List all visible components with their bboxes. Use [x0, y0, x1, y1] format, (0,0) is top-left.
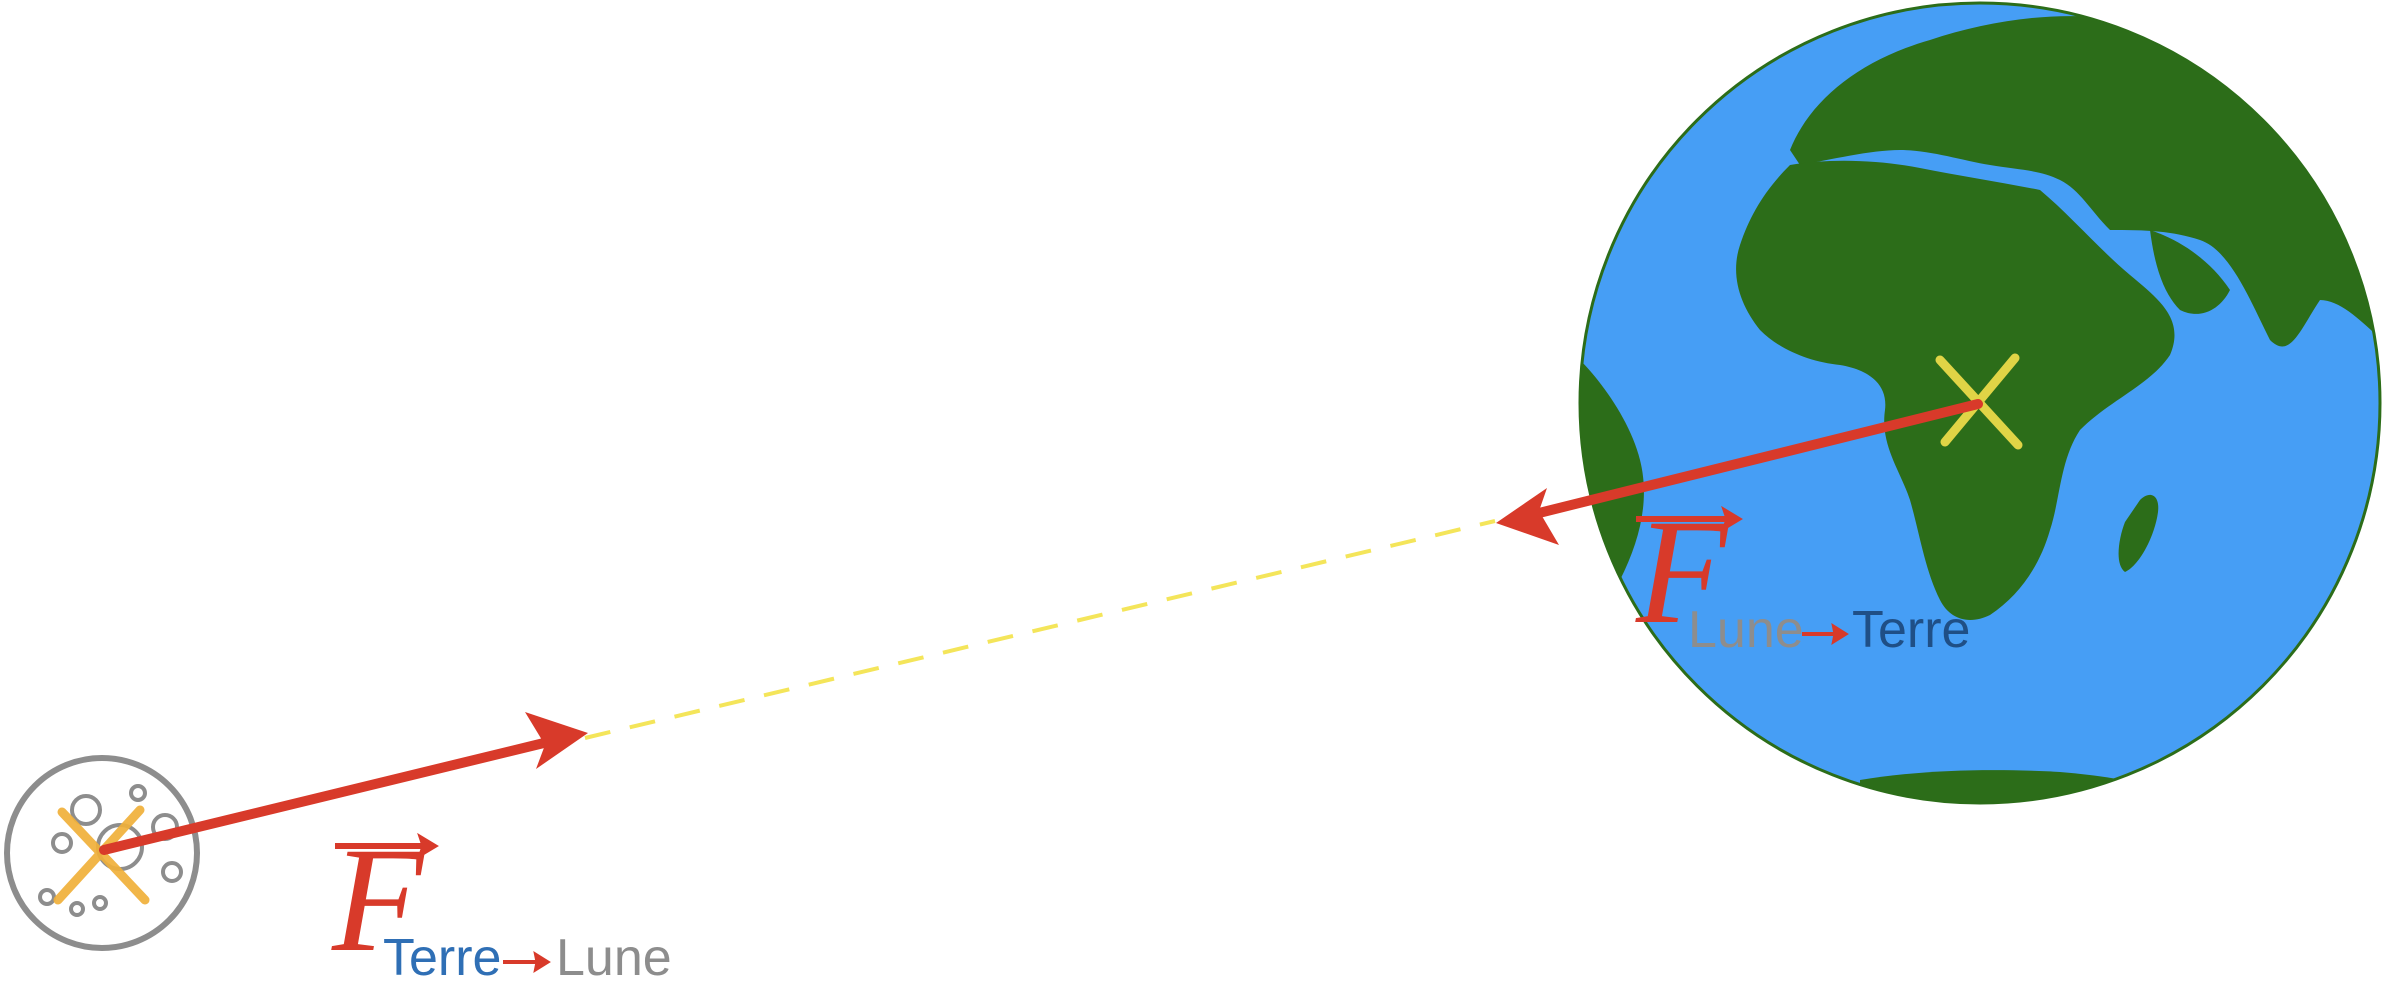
earth: [1578, 1, 2382, 805]
force-symbol: F: [1635, 489, 1729, 655]
moon-crater: [69, 901, 85, 917]
force-subscript-to: Terre: [1852, 601, 1970, 659]
moon-crater: [51, 832, 73, 854]
earth-africa: [1736, 160, 2175, 620]
line-of-action: [584, 519, 1496, 740]
earth-madagascar: [2118, 494, 2159, 572]
force-symbol: F: [331, 817, 425, 983]
arrow-right-icon: [1802, 622, 1849, 646]
earth-eurasia: [1790, 16, 2380, 347]
arrow-right-icon: [503, 950, 551, 974]
moon-crater: [38, 888, 56, 906]
moon-crater: [92, 895, 108, 911]
force-subscript-from: Terre: [383, 929, 501, 987]
earth-antarctica: [1860, 770, 2180, 803]
moon-crater: [129, 784, 147, 802]
arrow-force-terre-lune: [99, 712, 588, 855]
label-force-terre-lune: F Terre Lune: [331, 817, 672, 987]
vector-overarrow-icon: [335, 832, 439, 860]
moon-crater: [161, 861, 183, 883]
moon-center-mark: [53, 805, 150, 905]
force-subscript-from: Lune: [1688, 601, 1804, 659]
label-force-lune-terre: F Lune Terre: [1635, 489, 1970, 659]
vector-overarrow-icon: [1636, 505, 1743, 533]
moon-crater: [70, 794, 102, 826]
arrow-force-lune-terre: [1496, 399, 1983, 545]
force-subscript-to: Lune: [556, 929, 672, 987]
earth-arabia: [2150, 230, 2230, 314]
